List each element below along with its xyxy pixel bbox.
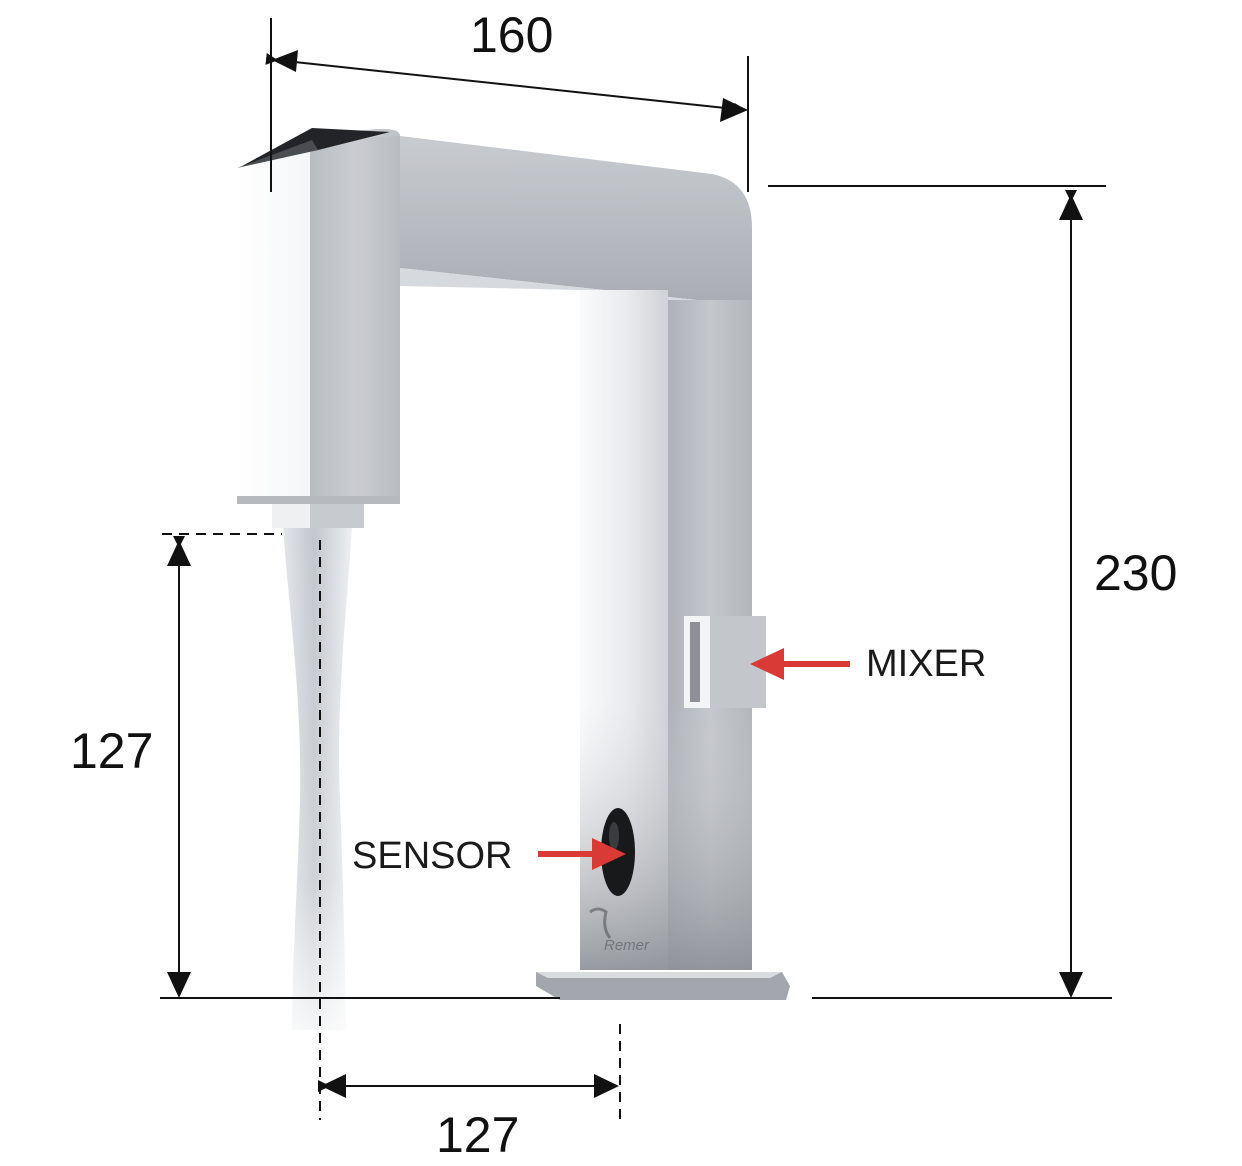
svg-text:Remer: Remer xyxy=(604,937,650,954)
spout-arm xyxy=(400,136,752,306)
mixer-callout: MIXER xyxy=(750,643,986,685)
dimension-lines xyxy=(160,18,1112,1126)
sensor-label: SENSOR xyxy=(352,835,512,877)
faucet-illustration: Remer xyxy=(237,128,790,1033)
base-plate xyxy=(536,972,790,1000)
brand-logo: Remer xyxy=(589,907,650,954)
sensor-callout-arrowhead xyxy=(592,838,626,870)
reach-dimension-line xyxy=(265,52,746,115)
spout-height-dimension-label: 127 xyxy=(70,723,153,779)
sensor-callout: SENSOR xyxy=(352,835,626,877)
mixer-callout-arrowhead xyxy=(750,648,784,680)
mixer-label: MIXER xyxy=(866,643,986,685)
outlet-sensor-dimension-label: 127 xyxy=(436,1107,519,1163)
dimension-arrowheads xyxy=(167,50,1083,1098)
mixer-knob xyxy=(684,616,766,708)
reach-dimension-label: 160 xyxy=(470,7,553,63)
height-dimension-label: 230 xyxy=(1094,545,1177,601)
